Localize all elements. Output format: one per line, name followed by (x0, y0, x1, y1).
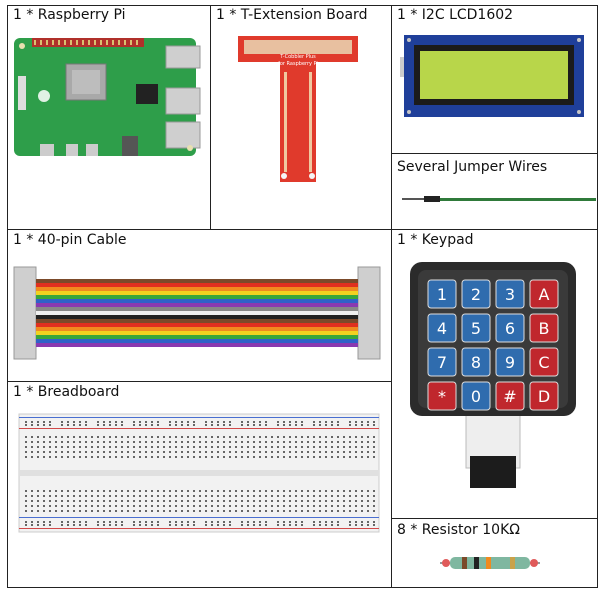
keypad-key-label: 2 (471, 285, 481, 304)
keypad-key-label: 1 (437, 285, 447, 304)
keypad-key-15 (529, 381, 559, 411)
keypad-key-label: B (539, 319, 550, 338)
keypad-key-10 (495, 347, 525, 377)
t-extension-board-image: T-Cobbler Plus for Raspberry Pi (238, 36, 358, 182)
keypad-key-label: 0 (471, 387, 481, 406)
lcd-image (400, 35, 584, 117)
grid-line-bottom (7, 587, 598, 588)
keypad-key-0 (427, 279, 457, 309)
label-keypad: 1 * Keypad (397, 232, 474, 248)
grid-line-h2 (7, 229, 598, 230)
keypad-key-1 (461, 279, 491, 309)
keypad-key-12 (427, 381, 457, 411)
jumper-wire-image (402, 196, 596, 202)
keypad-key-label: # (503, 387, 516, 406)
keypad-key-2 (495, 279, 525, 309)
label-jumper-wires: Several Jumper Wires (397, 159, 548, 175)
ribbon-cable-image (13, 266, 381, 360)
keypad-key-label: 8 (471, 353, 481, 372)
grid-line-h3 (7, 381, 392, 382)
keypad-key-label: 7 (437, 353, 447, 372)
keypad-key-label: * (438, 387, 446, 406)
label-raspberry-pi: 1 * Raspberry Pi (13, 7, 126, 23)
keypad-key-5 (461, 313, 491, 343)
keypad-key-label: 5 (471, 319, 481, 338)
keypad-key-label: 9 (505, 353, 515, 372)
keypad-key-7 (529, 313, 559, 343)
label-cable: 1 * 40-pin Cable (13, 232, 127, 248)
label-lcd: 1 * I2C LCD1602 (397, 7, 514, 23)
breadboard-image (18, 413, 380, 533)
label-breadboard: 1 * Breadboard (13, 384, 120, 400)
keypad-key-13 (461, 381, 491, 411)
grid-line-right (597, 5, 598, 588)
t-board-print-line2: for Raspberry Pi (278, 61, 318, 67)
grid-line-v1 (210, 5, 211, 229)
raspberry-pi-image (14, 38, 201, 156)
keypad-key-label: A (539, 285, 550, 304)
t-board-print-line1: T-Cobbler Plus (279, 54, 316, 60)
keypad-key-8 (427, 347, 457, 377)
label-resistor: 8 * Resistor 10KΩ (397, 522, 520, 538)
keypad-key-3 (529, 279, 559, 309)
grid-line-v2 (391, 5, 392, 588)
resistor-image (440, 557, 540, 569)
keypad-key-label: D (538, 387, 550, 406)
keypad-key-6 (495, 313, 525, 343)
keypad-key-11 (529, 347, 559, 377)
grid-line-left (7, 5, 8, 588)
grid-line-h4 (391, 518, 598, 519)
keypad-key-label: 4 (437, 319, 447, 338)
keypad-key-label: 6 (505, 319, 515, 338)
keypad-key-label: C (538, 353, 549, 372)
grid-line-h1 (391, 153, 598, 154)
keypad-key-14 (495, 381, 525, 411)
grid-line-top (7, 5, 598, 6)
keypad-key-4 (427, 313, 457, 343)
label-t-extension-board: 1 * T-Extension Board (216, 7, 368, 23)
keypad-image: 1 2 3 A 4 5 6 B 7 8 9 C * 0 # D (410, 262, 576, 488)
keypad-key-9 (461, 347, 491, 377)
keypad-key-label: 3 (505, 285, 515, 304)
